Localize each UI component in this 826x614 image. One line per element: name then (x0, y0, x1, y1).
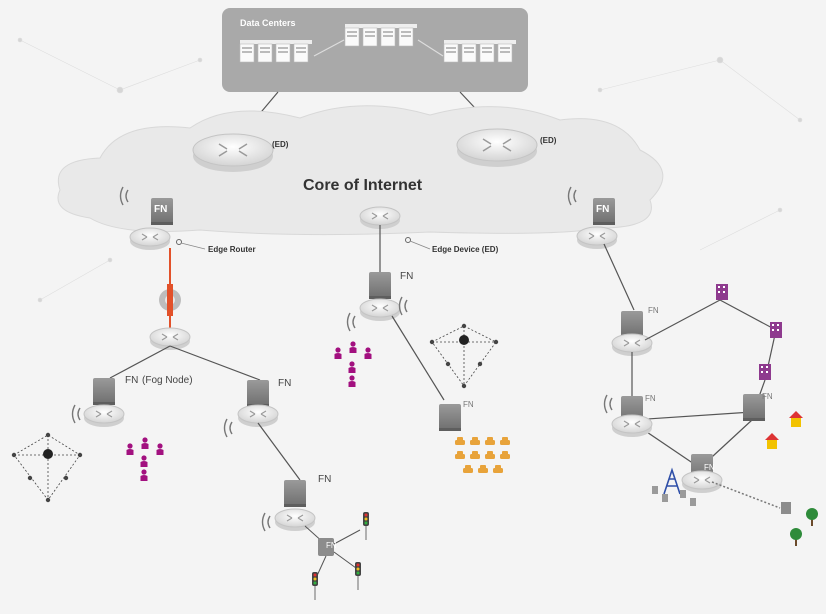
data-centers-box (222, 8, 528, 92)
core-router-left-ed (192, 133, 274, 173)
fog-router-right-bottom (681, 470, 723, 494)
sensor-mesh-left (13, 434, 81, 501)
sensor-dots-left (11, 432, 83, 503)
ed-label-left: (ED) (272, 140, 289, 149)
server-rack-center (344, 24, 417, 47)
fn-label-traffic-ctrl: FN (326, 541, 337, 550)
core-of-internet-label: Core of Internet (303, 177, 423, 194)
fn-label-right-bottom: FN (704, 463, 715, 472)
fog-node-tiny (781, 502, 791, 514)
fog-node-left (93, 378, 115, 405)
traffic-light-icon (311, 571, 319, 601)
fn-label-fog-center: FN (400, 271, 414, 282)
fog-node-mid (247, 380, 269, 407)
cars-group (455, 437, 510, 473)
fn-label-core-left: FN (154, 204, 168, 215)
fn-label-fog-traffic: FN (318, 474, 332, 485)
fn-label-right-top: FN (648, 306, 659, 315)
wifi-icon (71, 404, 81, 424)
aggregation-router-left (149, 327, 191, 351)
edge-device-label: Edge Device (ED) (432, 245, 499, 254)
background-network (17, 37, 803, 303)
tree-icon (806, 508, 818, 526)
fog-router-center (359, 298, 401, 322)
edge-router-pointer (176, 239, 182, 245)
server-rack-left (239, 40, 312, 63)
wifi-icon (603, 394, 613, 414)
fn-label-core-right: FN (596, 204, 610, 215)
edge-router-right (576, 226, 618, 250)
edge-device-pointer (405, 237, 411, 243)
people-group-left (126, 437, 164, 481)
ring-network-links (631, 299, 777, 469)
fog-node-cars (439, 404, 461, 431)
data-centers-label: Data Centers (240, 18, 296, 28)
core-router-right-ed (456, 128, 538, 168)
wifi-icon (223, 418, 233, 438)
fog-node-label: (Fog Node) (142, 375, 193, 386)
house-icon (765, 433, 779, 449)
wifi-icon (346, 312, 356, 332)
traffic-light-icon (354, 561, 362, 591)
traffic-light-icon (362, 511, 370, 541)
building-icon (759, 364, 771, 380)
wifi-icon (261, 512, 271, 532)
people-group-center (334, 341, 372, 387)
wifi-icon (398, 296, 408, 316)
sensor-dots-center (429, 323, 499, 389)
cell-tower-icon (663, 467, 681, 495)
traffic-controller (318, 538, 334, 556)
house-icon (789, 411, 803, 427)
server-rack-right (443, 40, 516, 63)
building-icon (770, 322, 782, 338)
ed-label-right: (ED) (540, 136, 557, 145)
edge-router-label: Edge Router (208, 245, 256, 254)
devices-cluster (652, 486, 696, 506)
fog-node-center (369, 272, 391, 299)
fog-router-left (83, 404, 125, 428)
dashed-link (711, 481, 781, 509)
fog-router-traffic (274, 508, 316, 532)
edge-router-left (129, 227, 171, 251)
fn-label-right-left: FN (645, 394, 656, 403)
fog-node-traffic (284, 480, 306, 507)
fn-label-fog-left: FN (125, 375, 139, 386)
building-icon (716, 284, 728, 300)
fog-router-right-left (611, 414, 653, 438)
fn-label-fog-mid: FN (278, 378, 292, 389)
tree-icon (790, 528, 802, 546)
fn-label-right-mid: FN (762, 392, 773, 401)
fn-label-cars: FN (463, 400, 474, 409)
firewall-icon (159, 284, 181, 316)
